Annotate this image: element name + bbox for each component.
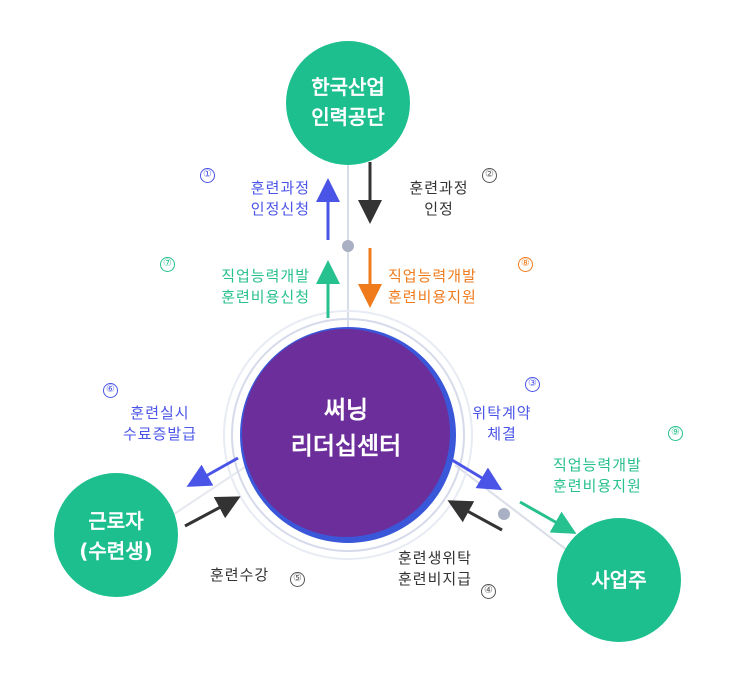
hrd-node-line1: 한국산업 bbox=[311, 75, 385, 99]
flow-4-line2: 훈련비지급 bbox=[397, 570, 472, 588]
flow-5-label: 훈련수강 bbox=[210, 565, 290, 586]
arrow-5 bbox=[184, 496, 241, 528]
flow-8-number: ⑧ bbox=[518, 257, 533, 272]
flow-3-line1: 위탁계약 bbox=[472, 404, 532, 422]
flow-6-line2: 수료증발급 bbox=[122, 425, 197, 443]
hrd-node-circle bbox=[286, 41, 410, 165]
flow-1-number: ① bbox=[200, 168, 215, 183]
flow-4-line1: 훈련생위탁 bbox=[397, 549, 472, 567]
flow-8-line2: 훈련비용지원 bbox=[388, 288, 477, 306]
flow-3-number: ③ bbox=[525, 377, 540, 392]
hrd-node-label: 한국산업 인력공단 bbox=[288, 72, 408, 132]
flow-1-line1: 훈련과정 bbox=[250, 179, 310, 197]
arrow-9 bbox=[519, 500, 577, 534]
trainee-node-label: 근로자 (수련생) bbox=[56, 506, 176, 566]
flow-7-number: ⑦ bbox=[160, 257, 175, 272]
center-halo-inner bbox=[231, 318, 465, 552]
connector-dot-top bbox=[342, 240, 354, 252]
flow-3-line2: 체결 bbox=[487, 425, 517, 443]
flow-2-label: 훈련과정 인정 bbox=[384, 178, 494, 220]
flow-5-number: ⑤ bbox=[290, 572, 305, 587]
arrow-4 bbox=[447, 500, 503, 532]
flow-6-line1: 훈련실시 bbox=[130, 404, 190, 422]
flow-arrows bbox=[184, 162, 577, 534]
flow-8-line1: 직업능력개발 bbox=[388, 267, 477, 285]
flow-6-label: 훈련실시 수료증발급 bbox=[100, 403, 220, 445]
flow-4-number: ④ bbox=[481, 584, 496, 599]
connector-dot-right bbox=[498, 508, 510, 520]
trainee-node-line2: (수련생) bbox=[79, 539, 153, 563]
flow-2-line2: 인정 bbox=[424, 200, 454, 218]
flow-4-label: 훈련생위탁 훈련비지급 bbox=[380, 548, 490, 590]
flow-9-line2: 훈련비용지원 bbox=[553, 477, 642, 495]
center-halo-outer bbox=[223, 310, 473, 560]
employer-node-line1: 사업주 bbox=[591, 568, 647, 592]
flow-2-number: ② bbox=[482, 168, 497, 183]
flow-1-label: 훈련과정 인정신청 bbox=[200, 178, 310, 220]
flow-7-line1: 직업능력개발 bbox=[221, 267, 310, 285]
flow-8-label: 직업능력개발 훈련비용지원 bbox=[388, 266, 538, 308]
flow-3-label: 위탁계약 체결 bbox=[452, 403, 552, 445]
center-node-line2: 리더십센터 bbox=[290, 432, 402, 460]
employer-node-label: 사업주 bbox=[559, 565, 679, 595]
flow-2-line1: 훈련과정 bbox=[409, 179, 469, 197]
flow-7-line2: 훈련비용신청 bbox=[221, 288, 310, 306]
arrow-6 bbox=[186, 456, 239, 487]
flow-6-number: ⑥ bbox=[103, 383, 118, 398]
flow-9-line1: 직업능력개발 bbox=[553, 456, 642, 474]
center-node-circle bbox=[242, 329, 450, 537]
trainee-node-circle bbox=[54, 473, 178, 597]
arrow-3 bbox=[451, 458, 503, 491]
flow-5-line1: 훈련수강 bbox=[210, 566, 270, 584]
flow-7-label: 직업능력개발 훈련비용신청 bbox=[160, 266, 310, 308]
flow-9-number: ⑨ bbox=[668, 426, 683, 441]
flow-9-label: 직업능력개발 훈련비용지원 bbox=[553, 455, 713, 497]
hrd-node-line2: 인력공단 bbox=[311, 105, 385, 129]
employer-node-circle bbox=[557, 518, 681, 642]
trainee-node-line1: 근로자 bbox=[88, 509, 144, 533]
center-node-line1: 써닝 bbox=[323, 396, 369, 424]
flow-1-line2: 인정신청 bbox=[250, 200, 310, 218]
center-node-label: 써닝 리더십센터 bbox=[246, 392, 446, 464]
